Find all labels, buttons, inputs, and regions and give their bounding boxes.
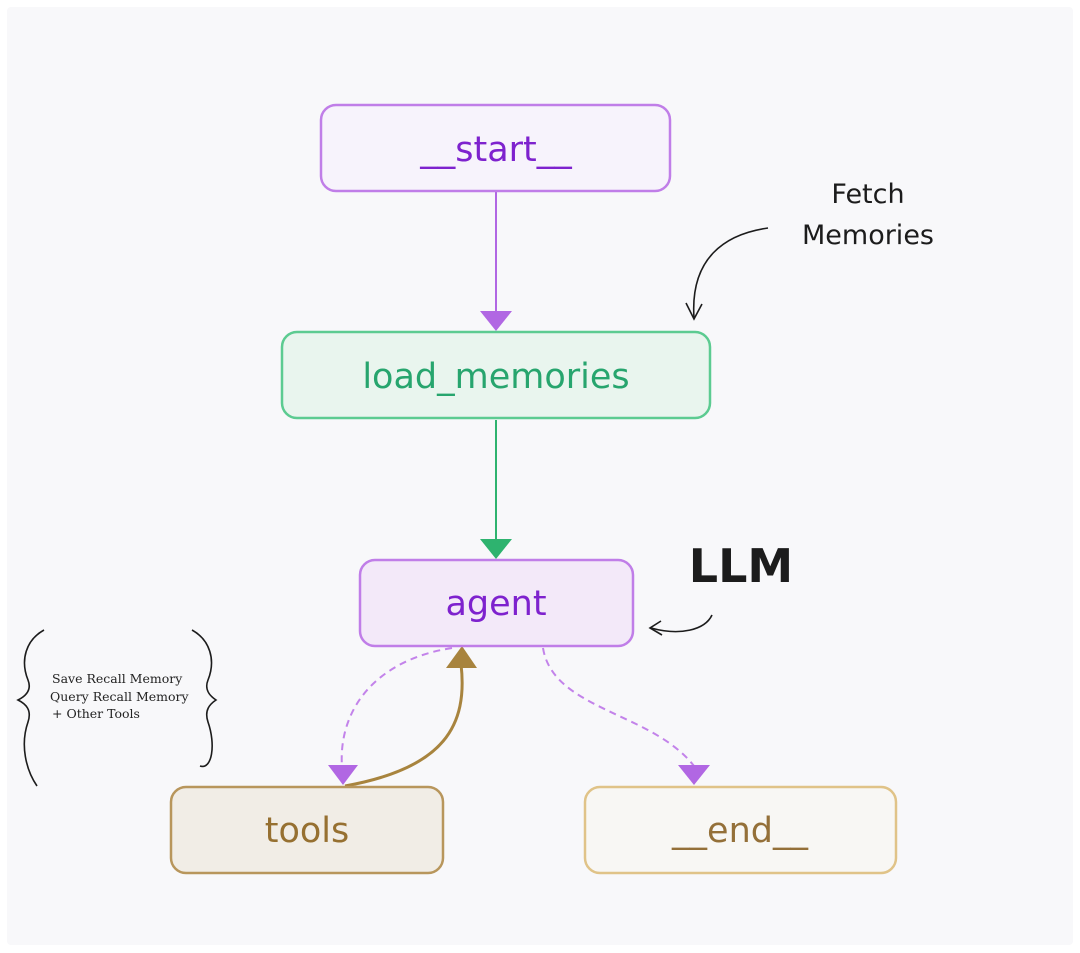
node-load-memories-label: load_memories xyxy=(362,357,629,397)
edge-agent-to-end xyxy=(542,647,695,767)
annotation-right-brace xyxy=(191,629,218,768)
edge-tools-to-agent xyxy=(344,663,464,788)
node-load-memories[interactable]: load_memories xyxy=(280,330,712,420)
node-tools[interactable]: tools xyxy=(169,785,445,875)
annotation-llm: LLM xyxy=(689,539,793,593)
annotation-tools-note-line3: + Other Tools xyxy=(52,706,140,721)
annotation-fetch-arrow xyxy=(692,227,769,319)
annotation-fetch-line1: Fetch xyxy=(831,179,904,210)
arrowhead-load-memories xyxy=(480,311,512,331)
annotation-fetch-line2: Memories xyxy=(802,220,934,251)
node-agent[interactable]: agent xyxy=(358,558,635,648)
node-agent-label: agent xyxy=(445,584,546,624)
background-panel xyxy=(7,7,1073,945)
annotation-tools-note-line2: Query Recall Memory xyxy=(50,689,189,704)
node-start[interactable]: __start__ xyxy=(319,103,672,193)
arrowhead-end xyxy=(678,765,710,785)
annotation-fetch-arrowhead xyxy=(685,302,703,321)
arrowhead-tools xyxy=(328,765,358,785)
node-start-label: __start__ xyxy=(419,130,572,170)
annotation-left-brace xyxy=(16,629,45,787)
annotation-tools-note-line1: Save Recall Memory xyxy=(52,671,183,686)
edge-agent-to-tools xyxy=(340,647,453,768)
arrowhead-agent xyxy=(480,539,512,559)
annotation-llm-arrow xyxy=(650,614,713,633)
node-end-label: __end__ xyxy=(671,811,808,851)
annotation-llm-arrowhead xyxy=(648,620,663,636)
node-tools-label: tools xyxy=(265,811,350,851)
node-end[interactable]: __end__ xyxy=(583,785,898,875)
arrowhead-agent-return xyxy=(446,646,477,668)
